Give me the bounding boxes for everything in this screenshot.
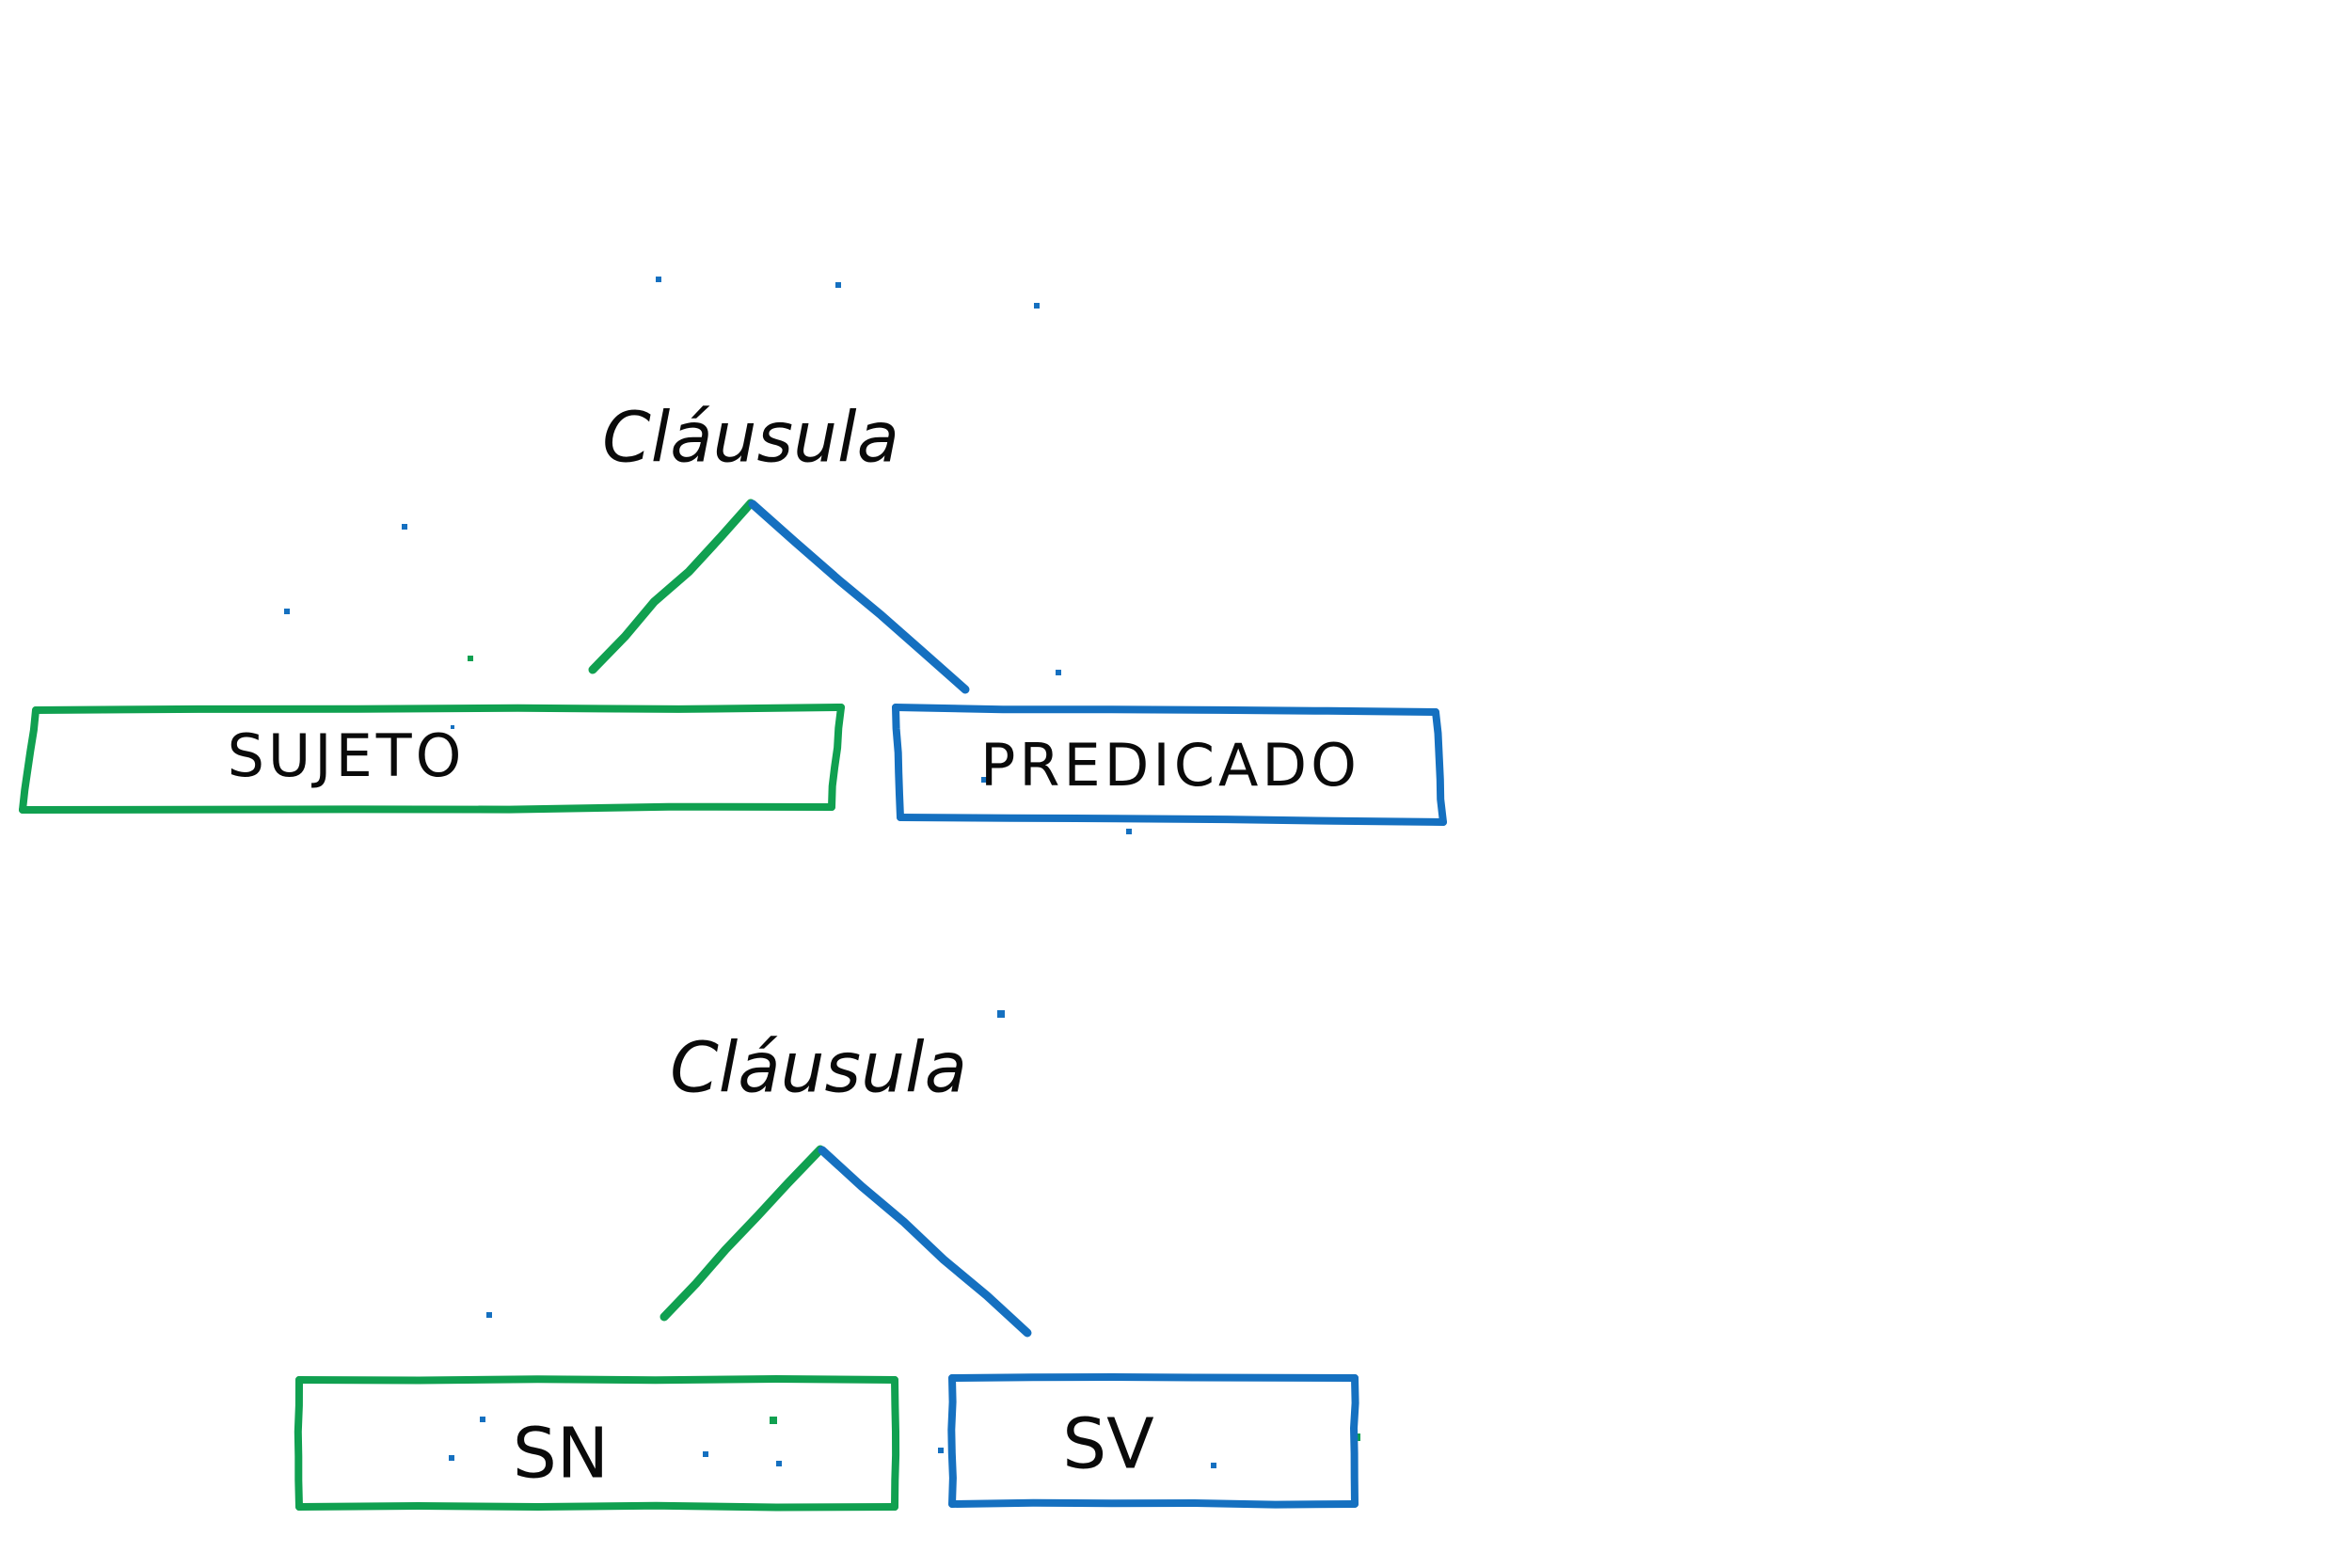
ink-speck — [938, 1448, 944, 1453]
ink-speck — [284, 609, 290, 614]
diagram-upper-root-label: Cláusula — [602, 398, 899, 479]
ink-speck — [1034, 303, 1040, 309]
ink-speck — [835, 282, 841, 288]
ink-speck — [776, 1461, 782, 1466]
sujeto-box-left-edge — [19, 706, 40, 814]
predicado-box-label: PREDICADO — [980, 731, 1360, 800]
ink-speck — [451, 725, 454, 729]
ink-speck — [480, 1417, 485, 1422]
sn-box-right-edge — [891, 1376, 900, 1511]
sv-box-top-edge — [948, 1373, 1359, 1382]
sn-box-left-edge — [294, 1376, 303, 1511]
ink-speck — [486, 1312, 492, 1318]
predicado-box-top-edge — [892, 704, 1439, 716]
sujeto-box-right-edge — [828, 704, 845, 811]
diagram-lower-branch-right-blue — [818, 1146, 1032, 1338]
diagram-upper-branch-left-green — [588, 499, 755, 674]
ink-speck — [997, 1010, 1005, 1018]
sujeto-box[interactable]: SUJETO — [19, 704, 845, 814]
sn-box-bottom-edge — [295, 1501, 898, 1512]
predicado-box-bottom-edge — [897, 814, 1447, 826]
ink-speck — [402, 524, 407, 530]
ink-speck — [449, 1455, 454, 1461]
ink-speck — [468, 656, 473, 661]
sn-box-top-edge — [295, 1375, 898, 1385]
ink-speck — [981, 777, 987, 783]
sujeto-box-label: SUJETO — [228, 721, 466, 790]
ink-speck — [1211, 1463, 1216, 1468]
sn-box-label: SN — [513, 1414, 609, 1495]
sv-box[interactable]: SV — [947, 1373, 1359, 1509]
sv-box-label: SV — [1062, 1404, 1154, 1485]
ink-speck — [770, 1417, 777, 1424]
diagram-lower-branch-left-green — [660, 1145, 825, 1322]
ink-speck — [703, 1451, 708, 1457]
sn-box[interactable]: SN — [294, 1375, 900, 1512]
sujeto-box-bottom-edge — [19, 802, 835, 814]
ink-speck — [1056, 670, 1061, 675]
diagram-upper-branch-right-blue — [748, 499, 970, 694]
ink-speck — [1126, 829, 1132, 834]
sv-box-right-edge — [1350, 1374, 1359, 1508]
sv-box-left-edge — [947, 1374, 957, 1508]
sujeto-box-top-edge — [32, 704, 845, 714]
predicado-box-left-edge — [892, 704, 904, 821]
ink-speck — [656, 277, 661, 282]
diagram-lower-root-label: Cláusula — [670, 1028, 967, 1109]
sv-box-bottom-edge — [948, 1498, 1359, 1509]
predicado-box-right-edge — [1432, 708, 1447, 826]
predicado-box[interactable]: PREDICADO — [892, 704, 1447, 826]
